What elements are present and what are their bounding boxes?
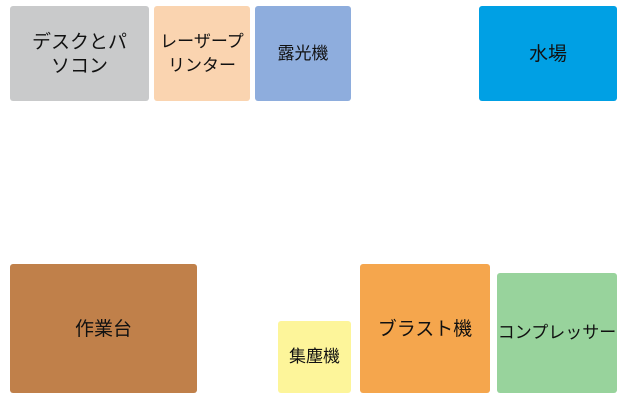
compressor-label: コンプレッサー: [497, 323, 617, 343]
exposure-machine-area: 露光機: [255, 6, 351, 101]
laser-printer-area: レーザープリンター: [154, 6, 250, 101]
dust-collector-area: 集塵機: [278, 321, 351, 393]
desk-area: デスクとパソコン: [10, 6, 149, 101]
workbench-label: 作業台: [74, 317, 132, 340]
water-area: 水場: [479, 6, 617, 101]
blast-machine-label: ブラスト機: [377, 317, 473, 340]
exposure-machine-label: 露光機: [277, 43, 329, 64]
laser-printer-label: レーザープリンター: [160, 31, 244, 76]
blast-machine-area: ブラスト機: [360, 264, 490, 393]
water-area-label: 水場: [528, 42, 567, 65]
compressor-area: コンプレッサー: [497, 273, 617, 393]
workbench-area: 作業台: [10, 264, 197, 393]
desk-label: デスクとパソコン: [31, 30, 127, 77]
dust-collector-label: 集塵機: [289, 347, 340, 367]
